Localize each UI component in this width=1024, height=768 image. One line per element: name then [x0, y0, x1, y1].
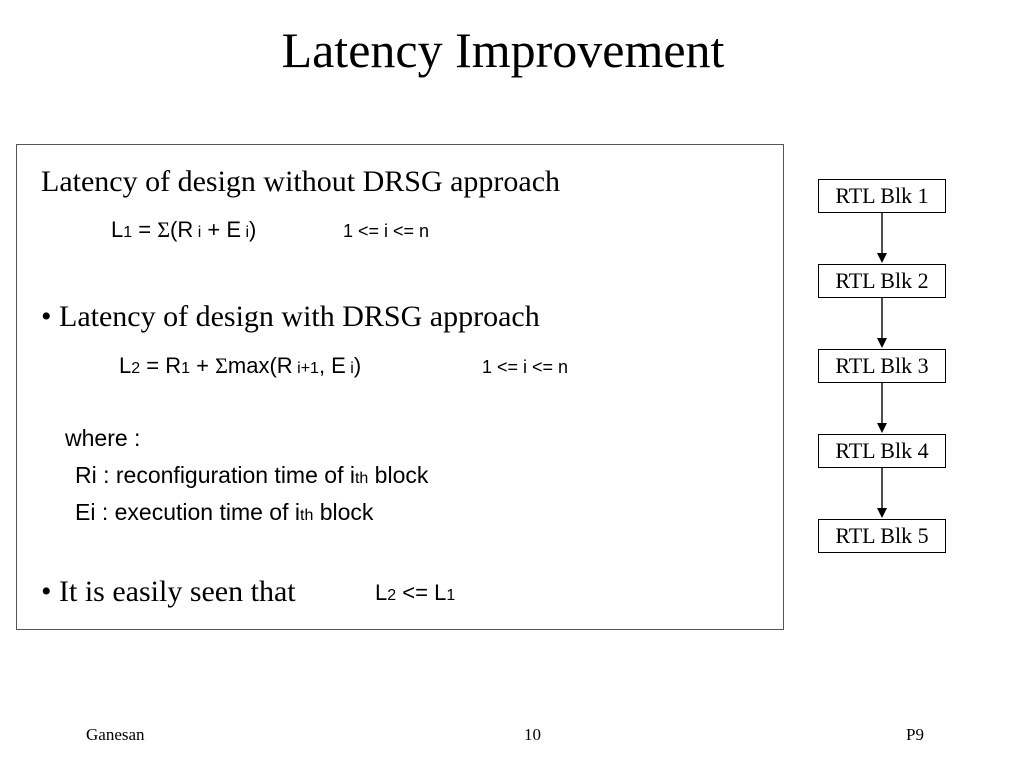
formula-l1-subscript: 1: [123, 224, 133, 241]
rtl-block-4: RTL Blk 4: [818, 434, 946, 468]
where-label: where :: [65, 425, 141, 451]
formula-l2-max: max(R: [227, 353, 293, 378]
formula-l1-r-subscript: i: [193, 224, 202, 241]
formula-l1-close: ): [249, 217, 257, 242]
rtl-block-3: RTL Blk 3: [818, 349, 946, 383]
ei-block: block: [313, 499, 374, 525]
formula-l2-r1-subscript: 1: [181, 360, 191, 377]
formula-l3: L2 <= L1: [375, 580, 455, 606]
slide-title: Latency Improvement: [281, 22, 725, 78]
formula-l2-equals-r: = R: [140, 353, 182, 378]
ei-text: Ei : execution time of i: [75, 499, 300, 525]
arrow-down-icon: [877, 468, 887, 518]
ri-definition: Ri : reconfiguration time of ith block: [75, 462, 428, 489]
ri-superscript: th: [354, 470, 369, 487]
conclusion-text: • It is easily seen that: [41, 575, 296, 608]
formula-l3-l2: L: [375, 580, 388, 605]
arrow-down-icon: [877, 298, 887, 348]
sigma-symbol: Σ: [157, 217, 171, 242]
sigma-symbol: Σ: [215, 353, 228, 378]
condition-l1: 1 <= i <= n: [343, 221, 430, 241]
rtl-block-1: RTL Blk 1: [818, 179, 946, 213]
formula-l2: L2 = R1 + Σmax(R i+1, E i): [119, 353, 361, 379]
formula-l2-plus: +: [190, 353, 216, 378]
formula-l1-plus-e: + E: [201, 217, 242, 242]
ri-block: block: [368, 462, 429, 488]
rtl-block-5: RTL Blk 5: [818, 519, 946, 553]
formula-l2-r-subscript: i+1: [292, 360, 319, 377]
footer-author: Ganesan: [86, 725, 145, 744]
formula-l1-r: (R: [170, 217, 194, 242]
formula-l1: L1 = Σ(R i + E i): [111, 217, 256, 243]
formula-l3-l2-subscript: 2: [387, 587, 397, 604]
arrow-down-icon: [877, 213, 887, 263]
formula-l1-equals: =: [132, 217, 158, 242]
formula-l2-close: ): [353, 353, 362, 378]
heading-with-drsg: • Latency of design with DRSG approach: [41, 300, 540, 333]
formula-l2-subscript: 2: [131, 360, 141, 377]
ei-definition: Ei : execution time of ith block: [75, 499, 373, 526]
formula-l3-op: <= L: [396, 580, 447, 605]
condition-l2: 1 <= i <= n: [482, 357, 569, 377]
arrow-down-icon: [877, 383, 887, 433]
ei-superscript: th: [300, 507, 314, 524]
footer-slide-id: P9: [906, 725, 924, 744]
formula-l2-comma-e: , E: [318, 353, 346, 378]
formula-l2-symbol: L: [119, 353, 132, 378]
ri-text: Ri : reconfiguration time of i: [75, 462, 355, 488]
heading-without-drsg: Latency of design without DRSG approach: [41, 165, 561, 198]
formula-l3-l1-subscript: 1: [446, 587, 456, 604]
rtl-block-2: RTL Blk 2: [818, 264, 946, 298]
formula-l2-e-subscript: i: [345, 360, 354, 377]
formula-l1-symbol: L: [111, 217, 124, 242]
content-box: Latency of design without DRSG approach …: [16, 144, 784, 630]
footer-page-number: 10: [524, 725, 541, 744]
formula-l1-e-subscript: i: [241, 224, 250, 241]
